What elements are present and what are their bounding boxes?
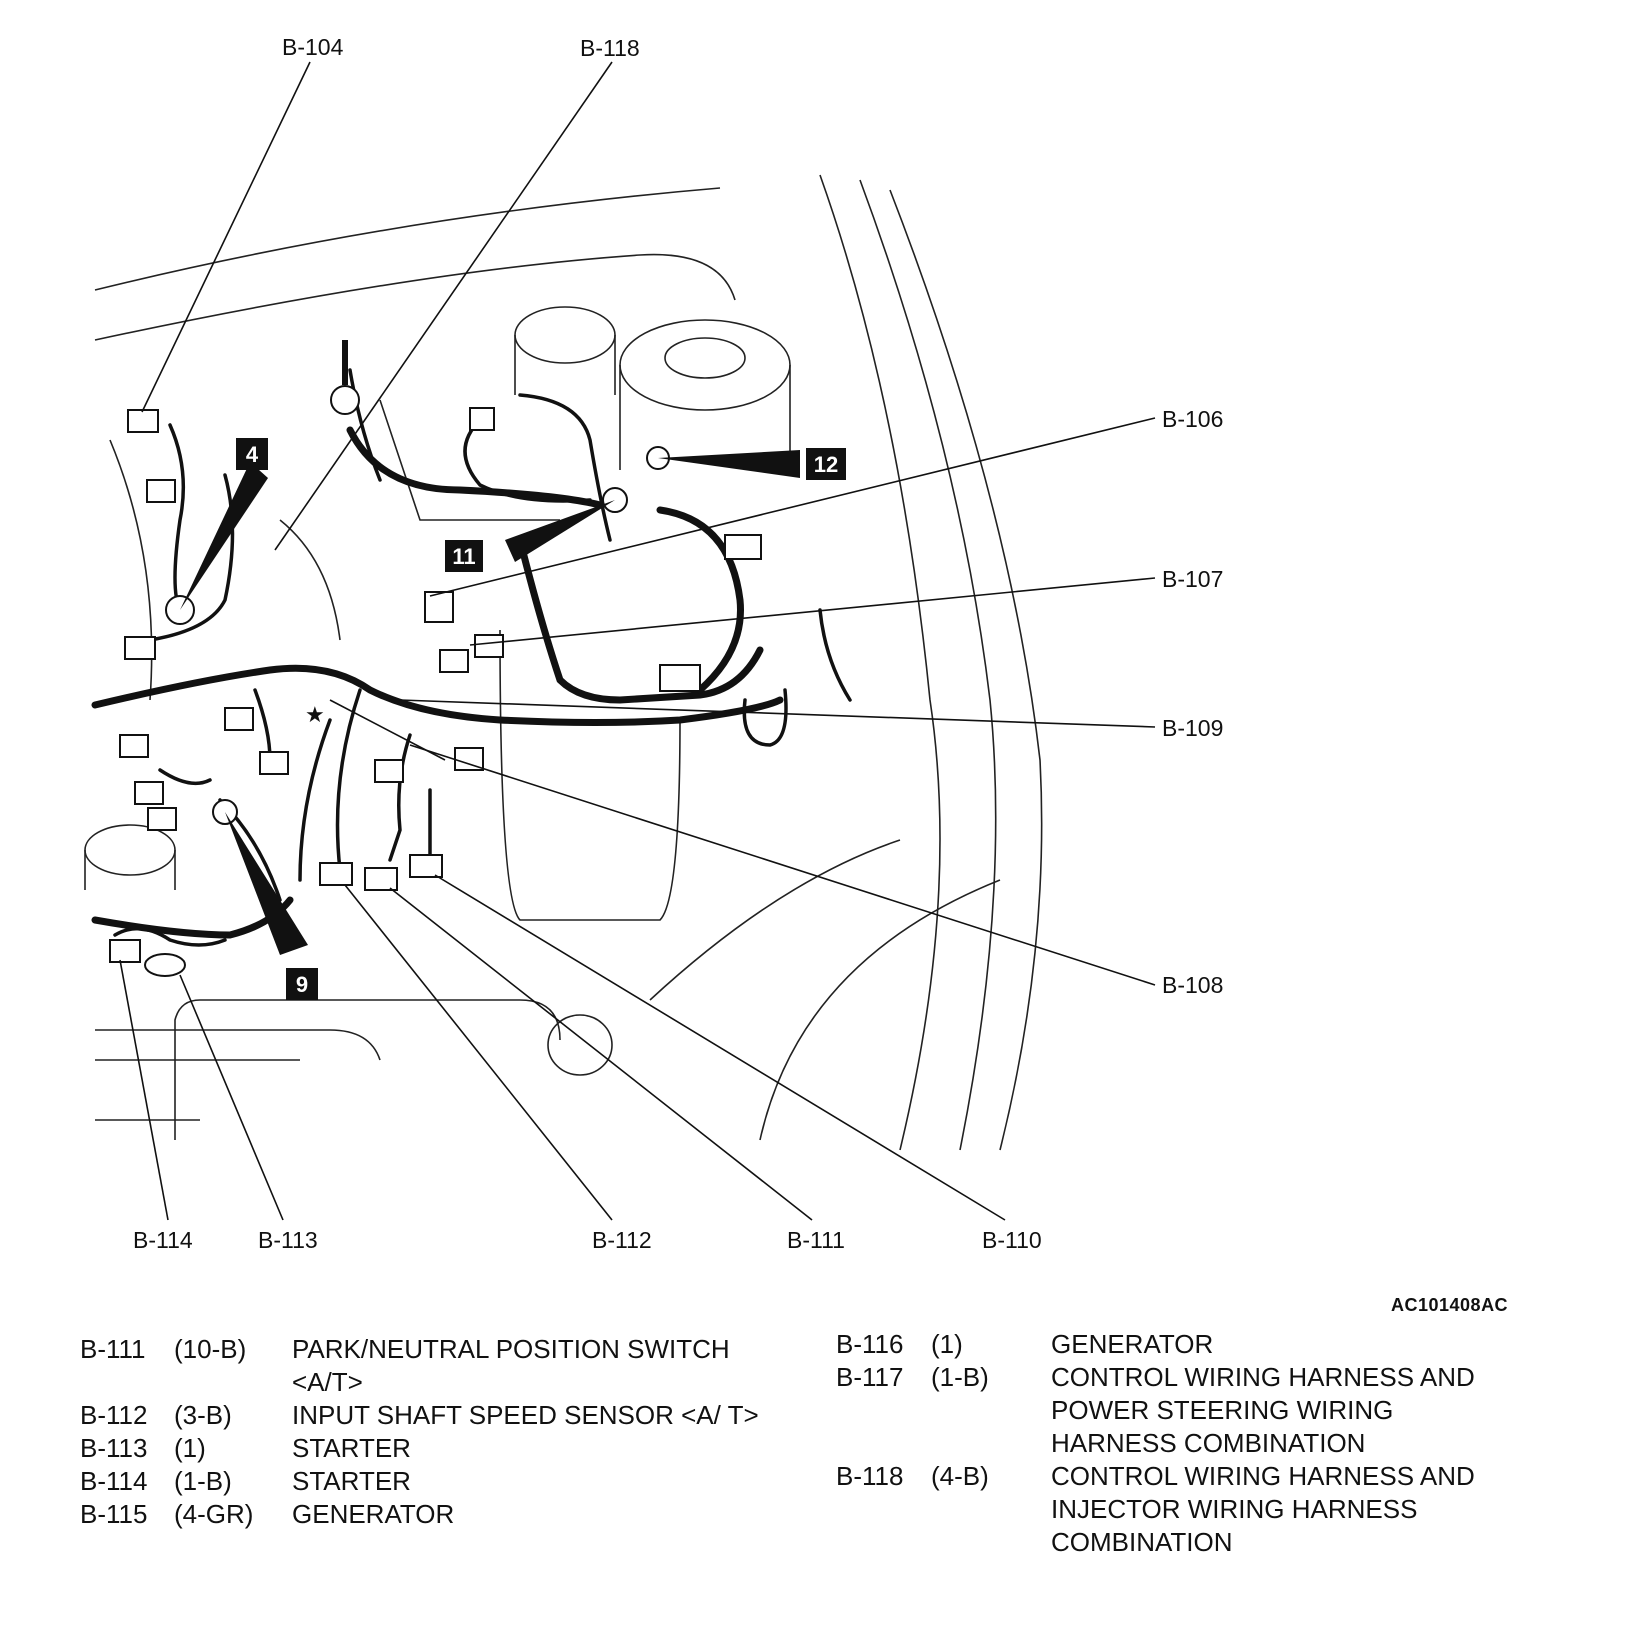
- callout-b118: B-118: [580, 35, 640, 61]
- legend-pin-spec: (4-B): [931, 1461, 989, 1491]
- callout-b107: B-107: [1162, 566, 1223, 592]
- connectors: ★: [109, 340, 762, 977]
- svg-text:11: 11: [452, 544, 475, 569]
- legend-row: B-117 (1-B) CONTROL WIRING HARNESS AND P…: [836, 1361, 1526, 1460]
- callout-b112: B-112: [592, 1227, 652, 1253]
- engine-outline: [84, 174, 1043, 1151]
- svg-text:9: 9: [296, 972, 308, 997]
- connector-legend-right: B-116 (1) GENERATOR B-117 (1-B) CONTROL …: [836, 1328, 1526, 1559]
- legend-connector-id: B-113: [80, 1433, 148, 1463]
- ground-pointers: [180, 450, 800, 955]
- callout-b113: B-113: [258, 1227, 318, 1253]
- svg-text:12: 12: [814, 452, 838, 477]
- legend-pin-spec: (1): [931, 1329, 963, 1359]
- leader-lines: [119, 61, 1156, 1221]
- figure-code: AC101408AC: [1391, 1295, 1509, 1315]
- legend-row: B-118 (4-B) CONTROL WIRING HARNESS AND I…: [836, 1460, 1526, 1559]
- legend-pin-spec: (4-GR): [174, 1499, 254, 1529]
- legend-row: B-111 (10-B) PARK/NEUTRAL POSITION SWITC…: [80, 1333, 780, 1399]
- ground-badge-9: 9: [286, 968, 318, 1000]
- ground-badge-12: 12: [806, 448, 846, 480]
- legend-pin-spec: (1-B): [931, 1362, 989, 1392]
- callout-b114: B-114: [133, 1227, 193, 1253]
- legend-description: STARTER: [292, 1466, 411, 1496]
- legend-connector-id: B-118: [836, 1461, 904, 1491]
- callout-b108: B-108: [1162, 972, 1223, 998]
- svg-text:4: 4: [246, 442, 259, 467]
- legend-description: CONTROL WIRING HARNESS AND POWER STEERIN…: [1051, 1362, 1475, 1458]
- ground-badge-11: 11: [445, 540, 483, 572]
- legend-connector-id: B-114: [80, 1466, 148, 1496]
- legend-description: CONTROL WIRING HARNESS AND INJECTOR WIRI…: [1051, 1461, 1475, 1557]
- legend-description: GENERATOR: [292, 1499, 455, 1529]
- ground-badge-4: 4: [236, 438, 268, 470]
- legend-description: PARK/NEUTRAL POSITION SWITCH <A/T>: [292, 1334, 730, 1397]
- legend-connector-id: B-112: [80, 1400, 148, 1430]
- legend-connector-id: B-117: [836, 1362, 904, 1392]
- legend-row: B-115 (4-GR) GENERATOR: [80, 1498, 780, 1531]
- legend-pin-spec: (3-B): [174, 1400, 232, 1430]
- callout-labels: B-104 B-118 B-106 B-107 B-109 B-108 B-11…: [133, 34, 1223, 1253]
- legend-row: B-114 (1-B) STARTER: [80, 1465, 780, 1498]
- wiring-location-diagram: ★ 4 11 12 9 B-104: [84, 34, 1223, 1253]
- legend-pin-spec: (1): [174, 1433, 206, 1463]
- legend-row: B-116 (1) GENERATOR: [836, 1328, 1526, 1361]
- legend-description: INPUT SHAFT SPEED SENSOR <A/ T>: [292, 1400, 759, 1430]
- callout-b109: B-109: [1162, 715, 1223, 741]
- legend-description: GENERATOR: [1051, 1329, 1214, 1359]
- legend-row: B-112 (3-B) INPUT SHAFT SPEED SENSOR <A/…: [80, 1399, 780, 1432]
- callout-b106: B-106: [1162, 406, 1223, 432]
- legend-connector-id: B-111: [80, 1334, 146, 1364]
- legend-pin-spec: (1-B): [174, 1466, 232, 1496]
- legend-description: STARTER: [292, 1433, 411, 1463]
- svg-text:★: ★: [305, 702, 325, 727]
- callout-b104: B-104: [282, 34, 344, 60]
- legend-pin-spec: (10-B): [174, 1334, 247, 1364]
- legend-connector-id: B-116: [836, 1329, 904, 1359]
- connector-legend-left: B-111 (10-B) PARK/NEUTRAL POSITION SWITC…: [80, 1333, 780, 1531]
- callout-b110: B-110: [982, 1227, 1042, 1253]
- callout-b111: B-111: [787, 1227, 845, 1253]
- legend-connector-id: B-115: [80, 1499, 148, 1529]
- legend-row: B-113 (1) STARTER: [80, 1432, 780, 1465]
